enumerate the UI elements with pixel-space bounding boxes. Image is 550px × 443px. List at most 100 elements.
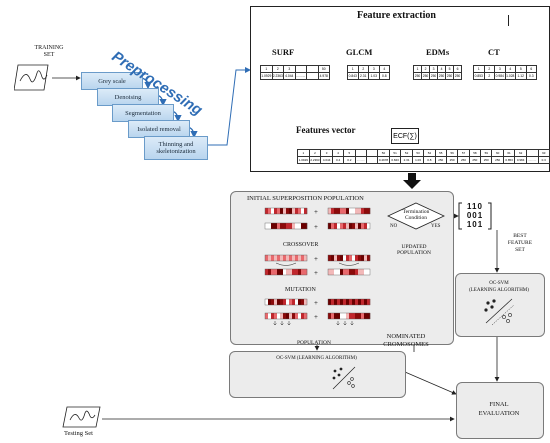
- mutation-label: MUTATION: [285, 287, 316, 293]
- initial-population-label: INITIAL SUPERPOSITION POPULATION: [247, 195, 364, 202]
- table-header-cell: 2: [308, 149, 322, 157]
- preprocess-to-features-arrow: [206, 67, 251, 146]
- table-header-cell: 3: [494, 65, 506, 73]
- feature-extraction-box: [250, 6, 550, 172]
- chromosome-strip: [327, 298, 371, 306]
- table-value-cell: 250: [413, 72, 422, 80]
- svm-scatter-icon-right: [484, 298, 515, 326]
- table-header-cell: 1: [473, 65, 485, 73]
- table-header-cell: 4: [504, 65, 516, 73]
- table-header-cell: 1: [413, 65, 422, 73]
- best-bits-bracket: [458, 202, 492, 230]
- table-header-cell: 1: [297, 149, 310, 157]
- table-value-cell: 250: [480, 156, 493, 164]
- table-header-cell: 4: [331, 149, 345, 157]
- table-value-cell: 0.4: [331, 156, 345, 164]
- table-value-cell: 2.31: [357, 72, 369, 80]
- chromosome-strip: [327, 268, 371, 276]
- crossover-label: CROSSOVER: [283, 242, 319, 248]
- plus-sign: +: [314, 255, 318, 263]
- table-value-cell: 0.853: [473, 72, 485, 80]
- table-value-cell: 250: [453, 72, 462, 80]
- table-header-cell: 5: [515, 65, 527, 73]
- table-header-cell: 51: [388, 149, 402, 157]
- table-header-cell: 1: [260, 65, 273, 73]
- table-value-cell: 1.03: [411, 156, 425, 164]
- table-value-cell: 0.843: [388, 156, 402, 164]
- chromosome-strip: [327, 222, 371, 230]
- feature-name-ct: CT: [488, 47, 500, 57]
- ocsvm-bottom-panel: [229, 351, 406, 398]
- feature-name-glcm: GLCM: [346, 47, 373, 57]
- feature-extraction-title: Feature extraction: [357, 10, 436, 21]
- table-value-cell: 250: [429, 72, 438, 80]
- table-value-cell: [366, 156, 379, 164]
- table-header-cell: 60: [491, 149, 504, 157]
- table-header-cell: [366, 149, 379, 157]
- table-value-cell: ..........: [525, 156, 539, 164]
- table-value-cell: 2.2363: [271, 72, 284, 80]
- table-header-cell: 56: [445, 149, 459, 157]
- yes-label: YES: [431, 224, 441, 229]
- chromosome-layer: ++++++: [264, 207, 371, 326]
- chromosome-strip: [327, 254, 371, 262]
- table-value-cell: 0.4978: [377, 156, 390, 164]
- plus-sign: +: [314, 269, 318, 277]
- testing-signature-image: [62, 406, 101, 428]
- preprocess-step-thinning: Thinning and skeletonization: [144, 136, 208, 160]
- plus-sign: +: [314, 299, 318, 307]
- table-value-cell: 0.984: [494, 72, 506, 80]
- plus-sign: +: [314, 223, 318, 231]
- table-header-cell: 59: [480, 149, 493, 157]
- table-header-cell: 3: [368, 65, 380, 73]
- table-value-cell: 250: [434, 156, 447, 164]
- table-header-cell: 52: [400, 149, 413, 157]
- table-header-cell: 1: [347, 65, 359, 73]
- table-value-cell: 250: [468, 156, 482, 164]
- features-vector-label: Features vector: [296, 125, 356, 135]
- table-header-cell: 3: [320, 149, 333, 157]
- mutation-marker: [336, 321, 340, 326]
- mutation-marker: [280, 321, 284, 326]
- table-value-cell: 0.984: [514, 156, 527, 164]
- mutation-marker: [273, 321, 277, 326]
- table-header-cell: 55: [434, 149, 447, 157]
- table-value-cell: 1.03: [368, 72, 380, 80]
- ocsvm-bottom-label: OC-SVM (LEARNING ALGORITHM): [276, 356, 357, 361]
- table-value-cell: 0.843: [347, 72, 359, 80]
- table-header-cell: [306, 65, 319, 73]
- table-header-cell: 62: [514, 149, 527, 157]
- table-value-cell: 250: [445, 72, 454, 80]
- table-value-cell: 4.044: [283, 72, 296, 80]
- crossover-arc: [275, 262, 297, 266]
- mutation-marker: [287, 321, 291, 326]
- table-header-cell: 58: [468, 149, 482, 157]
- plus-sign: +: [314, 313, 318, 321]
- table-header-cell: 3: [429, 65, 438, 73]
- chromosome-strip: [264, 312, 308, 320]
- table-value-cell: 1.0929: [297, 156, 310, 164]
- table-header-cell: 2: [483, 65, 495, 73]
- ocsvm-right-panel: [455, 273, 545, 337]
- feature-name-edms: EDMs: [426, 47, 450, 57]
- table-value-cell: 4.978: [317, 72, 330, 80]
- ocsvm-right-label: OC-SVM(LEARNING ALGORITHM): [469, 281, 529, 293]
- table-value-cell: 0.3: [537, 156, 550, 164]
- testing-set-label: Testing Set: [64, 430, 93, 437]
- table-value-cell: 250: [437, 72, 446, 80]
- final-evaluation-panel: [456, 382, 544, 439]
